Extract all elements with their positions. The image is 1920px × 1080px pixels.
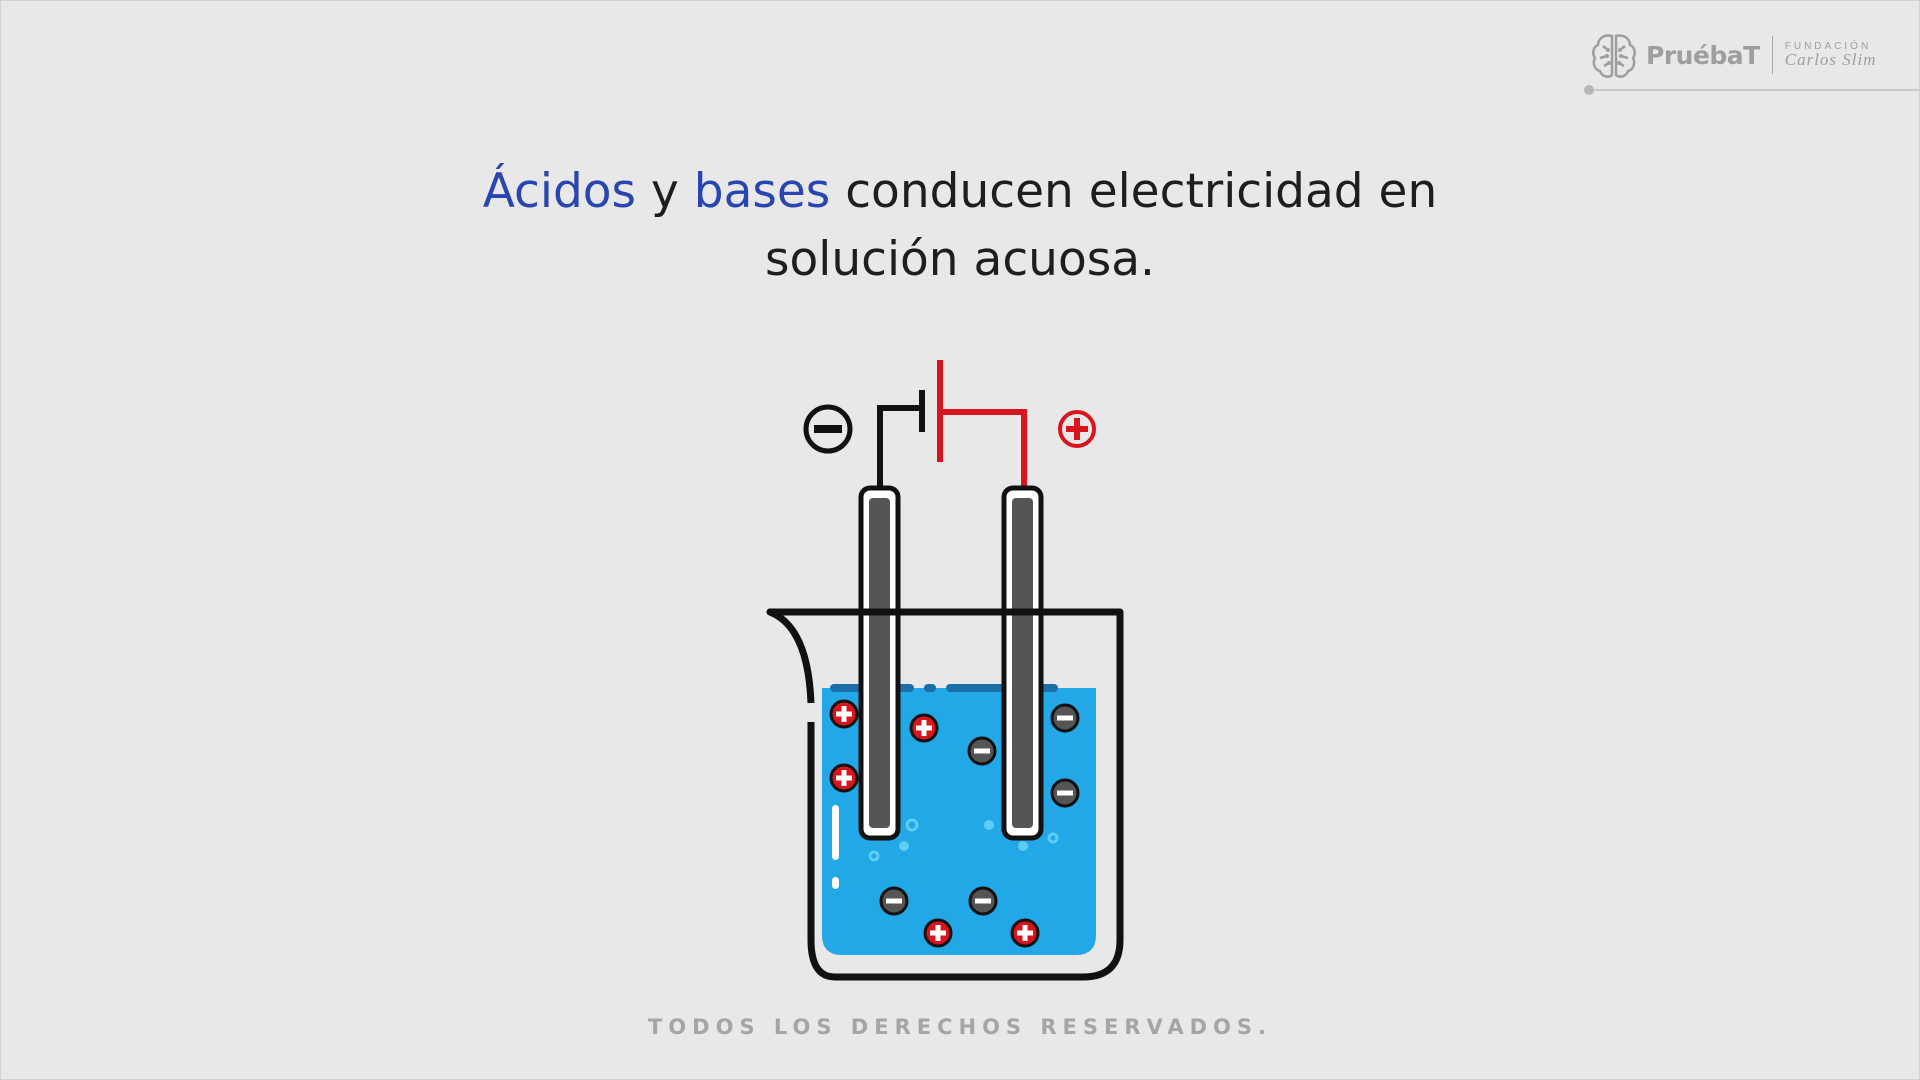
negative-terminal-icon	[803, 404, 853, 454]
logo-foundation: FUNDACIÓN Carlos Slim	[1785, 41, 1877, 70]
title-connector: y	[636, 164, 694, 219]
foundation-label: FUNDACIÓN	[1784, 40, 1872, 52]
foundation-signature: Carlos Slim	[1784, 49, 1877, 69]
electrolysis-diagram	[766, 360, 1124, 981]
title-word-acids: Ácidos	[482, 164, 637, 219]
positive-terminal-icon	[1058, 410, 1096, 448]
battery-icon	[877, 360, 1027, 488]
negative-ions	[879, 703, 1080, 916]
copyright-footer: TODOS LOS DERECHOS RESERVADOS.	[647, 1015, 1272, 1039]
title-line2: solución acuosa.	[765, 232, 1155, 287]
progress-dot	[1584, 85, 1594, 95]
title-word-bases: bases	[693, 164, 831, 219]
negative-electrode	[858, 485, 901, 841]
logo: PruébaT FUNDACIÓN Carlos Slim	[1590, 30, 1877, 80]
logo-separator	[1771, 36, 1773, 74]
slide-title: Ácidos y bases conducen electricidad en …	[360, 158, 1560, 294]
logo-brand: PruébaT	[1646, 40, 1760, 70]
progress-line	[1589, 89, 1920, 91]
positive-ions	[829, 699, 1040, 948]
brain-icon	[1592, 34, 1636, 78]
beaker	[766, 608, 1124, 981]
positive-electrode	[1001, 485, 1044, 841]
title-rest: conducen electricidad en	[830, 164, 1438, 219]
